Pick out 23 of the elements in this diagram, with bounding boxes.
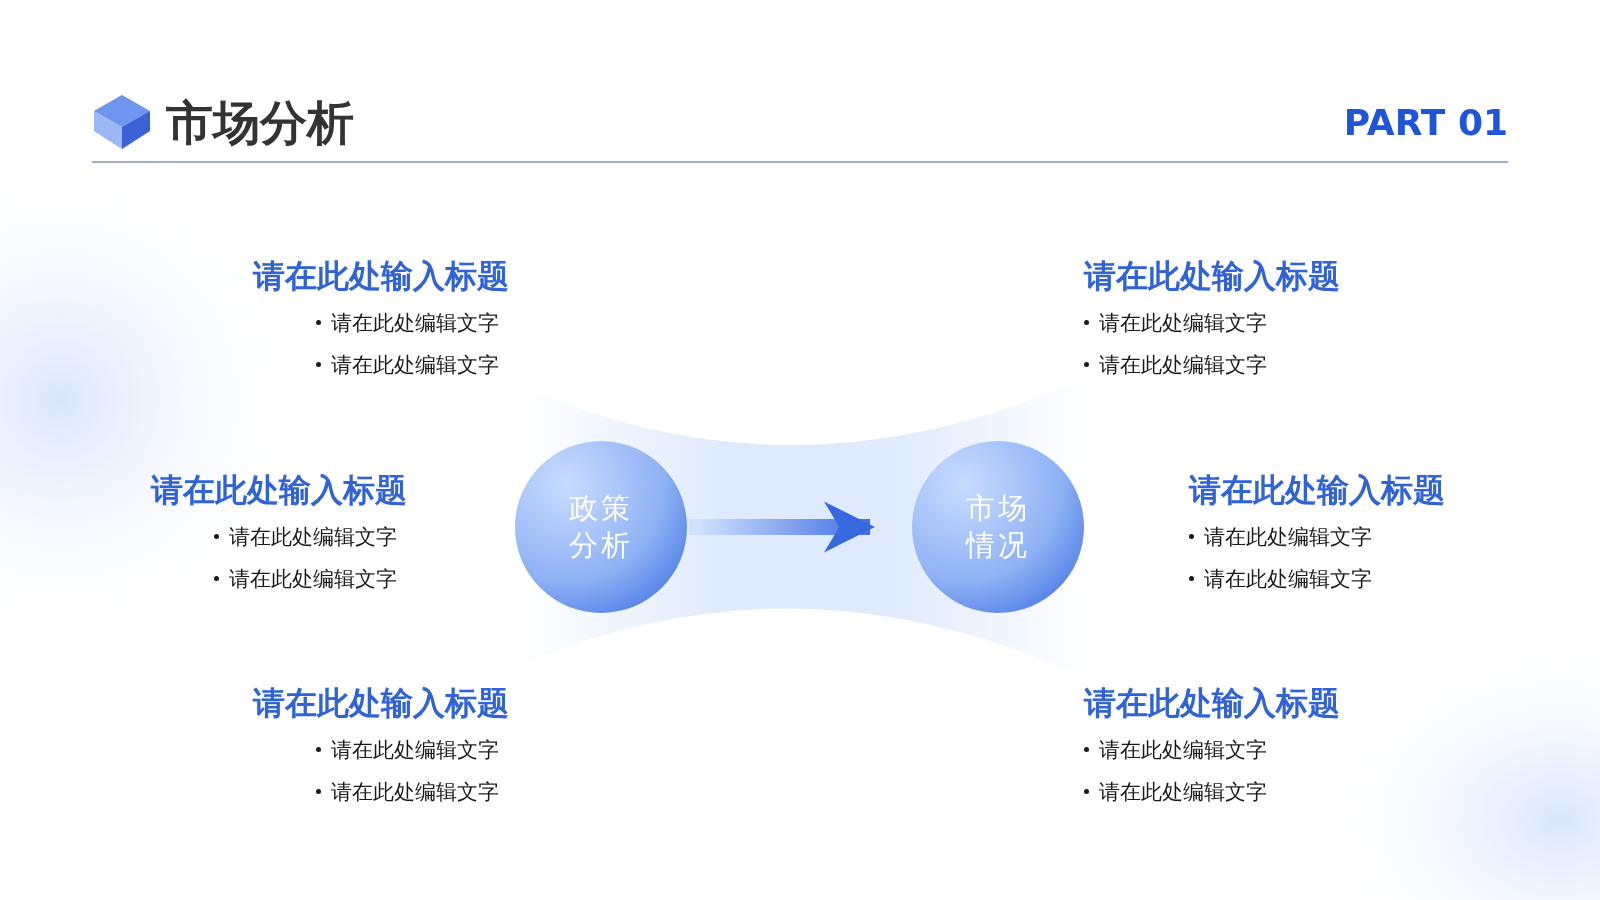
- section-heading: 请在此处输入标题: [1189, 472, 1445, 508]
- bullet-text: 请在此处编辑文字: [229, 524, 397, 550]
- bullet-text: 请在此处编辑文字: [331, 779, 499, 805]
- bullet-text: 请在此处编辑文字: [1204, 524, 1372, 550]
- section-heading: 请在此处输入标题: [253, 258, 509, 294]
- bullet-text: 请在此处编辑文字: [1099, 310, 1267, 336]
- section-heading: 请在此处输入标题: [1084, 258, 1340, 294]
- page-title: 市场分析: [166, 96, 354, 150]
- node-label: 政策分析: [568, 490, 634, 564]
- bullet-text: 请在此处编辑文字: [331, 737, 499, 763]
- section-heading: 请在此处输入标题: [1084, 685, 1340, 721]
- section-heading: 请在此处输入标题: [151, 472, 407, 508]
- section-heading: 请在此处输入标题: [253, 685, 509, 721]
- node-label: 市场情况: [964, 490, 1031, 564]
- bullet-text: 请在此处编辑文字: [331, 310, 499, 336]
- bullet-text: 请在此处编辑文字: [1099, 779, 1267, 805]
- bullet-text: 请在此处编辑文字: [229, 566, 397, 592]
- bullet-text: 请在此处编辑文字: [331, 352, 499, 378]
- bullet-text: 请在此处编辑文字: [1099, 352, 1267, 378]
- bullet-text: 请在此处编辑文字: [1204, 566, 1372, 592]
- bullet-text: 请在此处编辑文字: [1099, 737, 1267, 763]
- arrow: [689, 501, 876, 553]
- part-number: PART 01: [1343, 102, 1508, 144]
